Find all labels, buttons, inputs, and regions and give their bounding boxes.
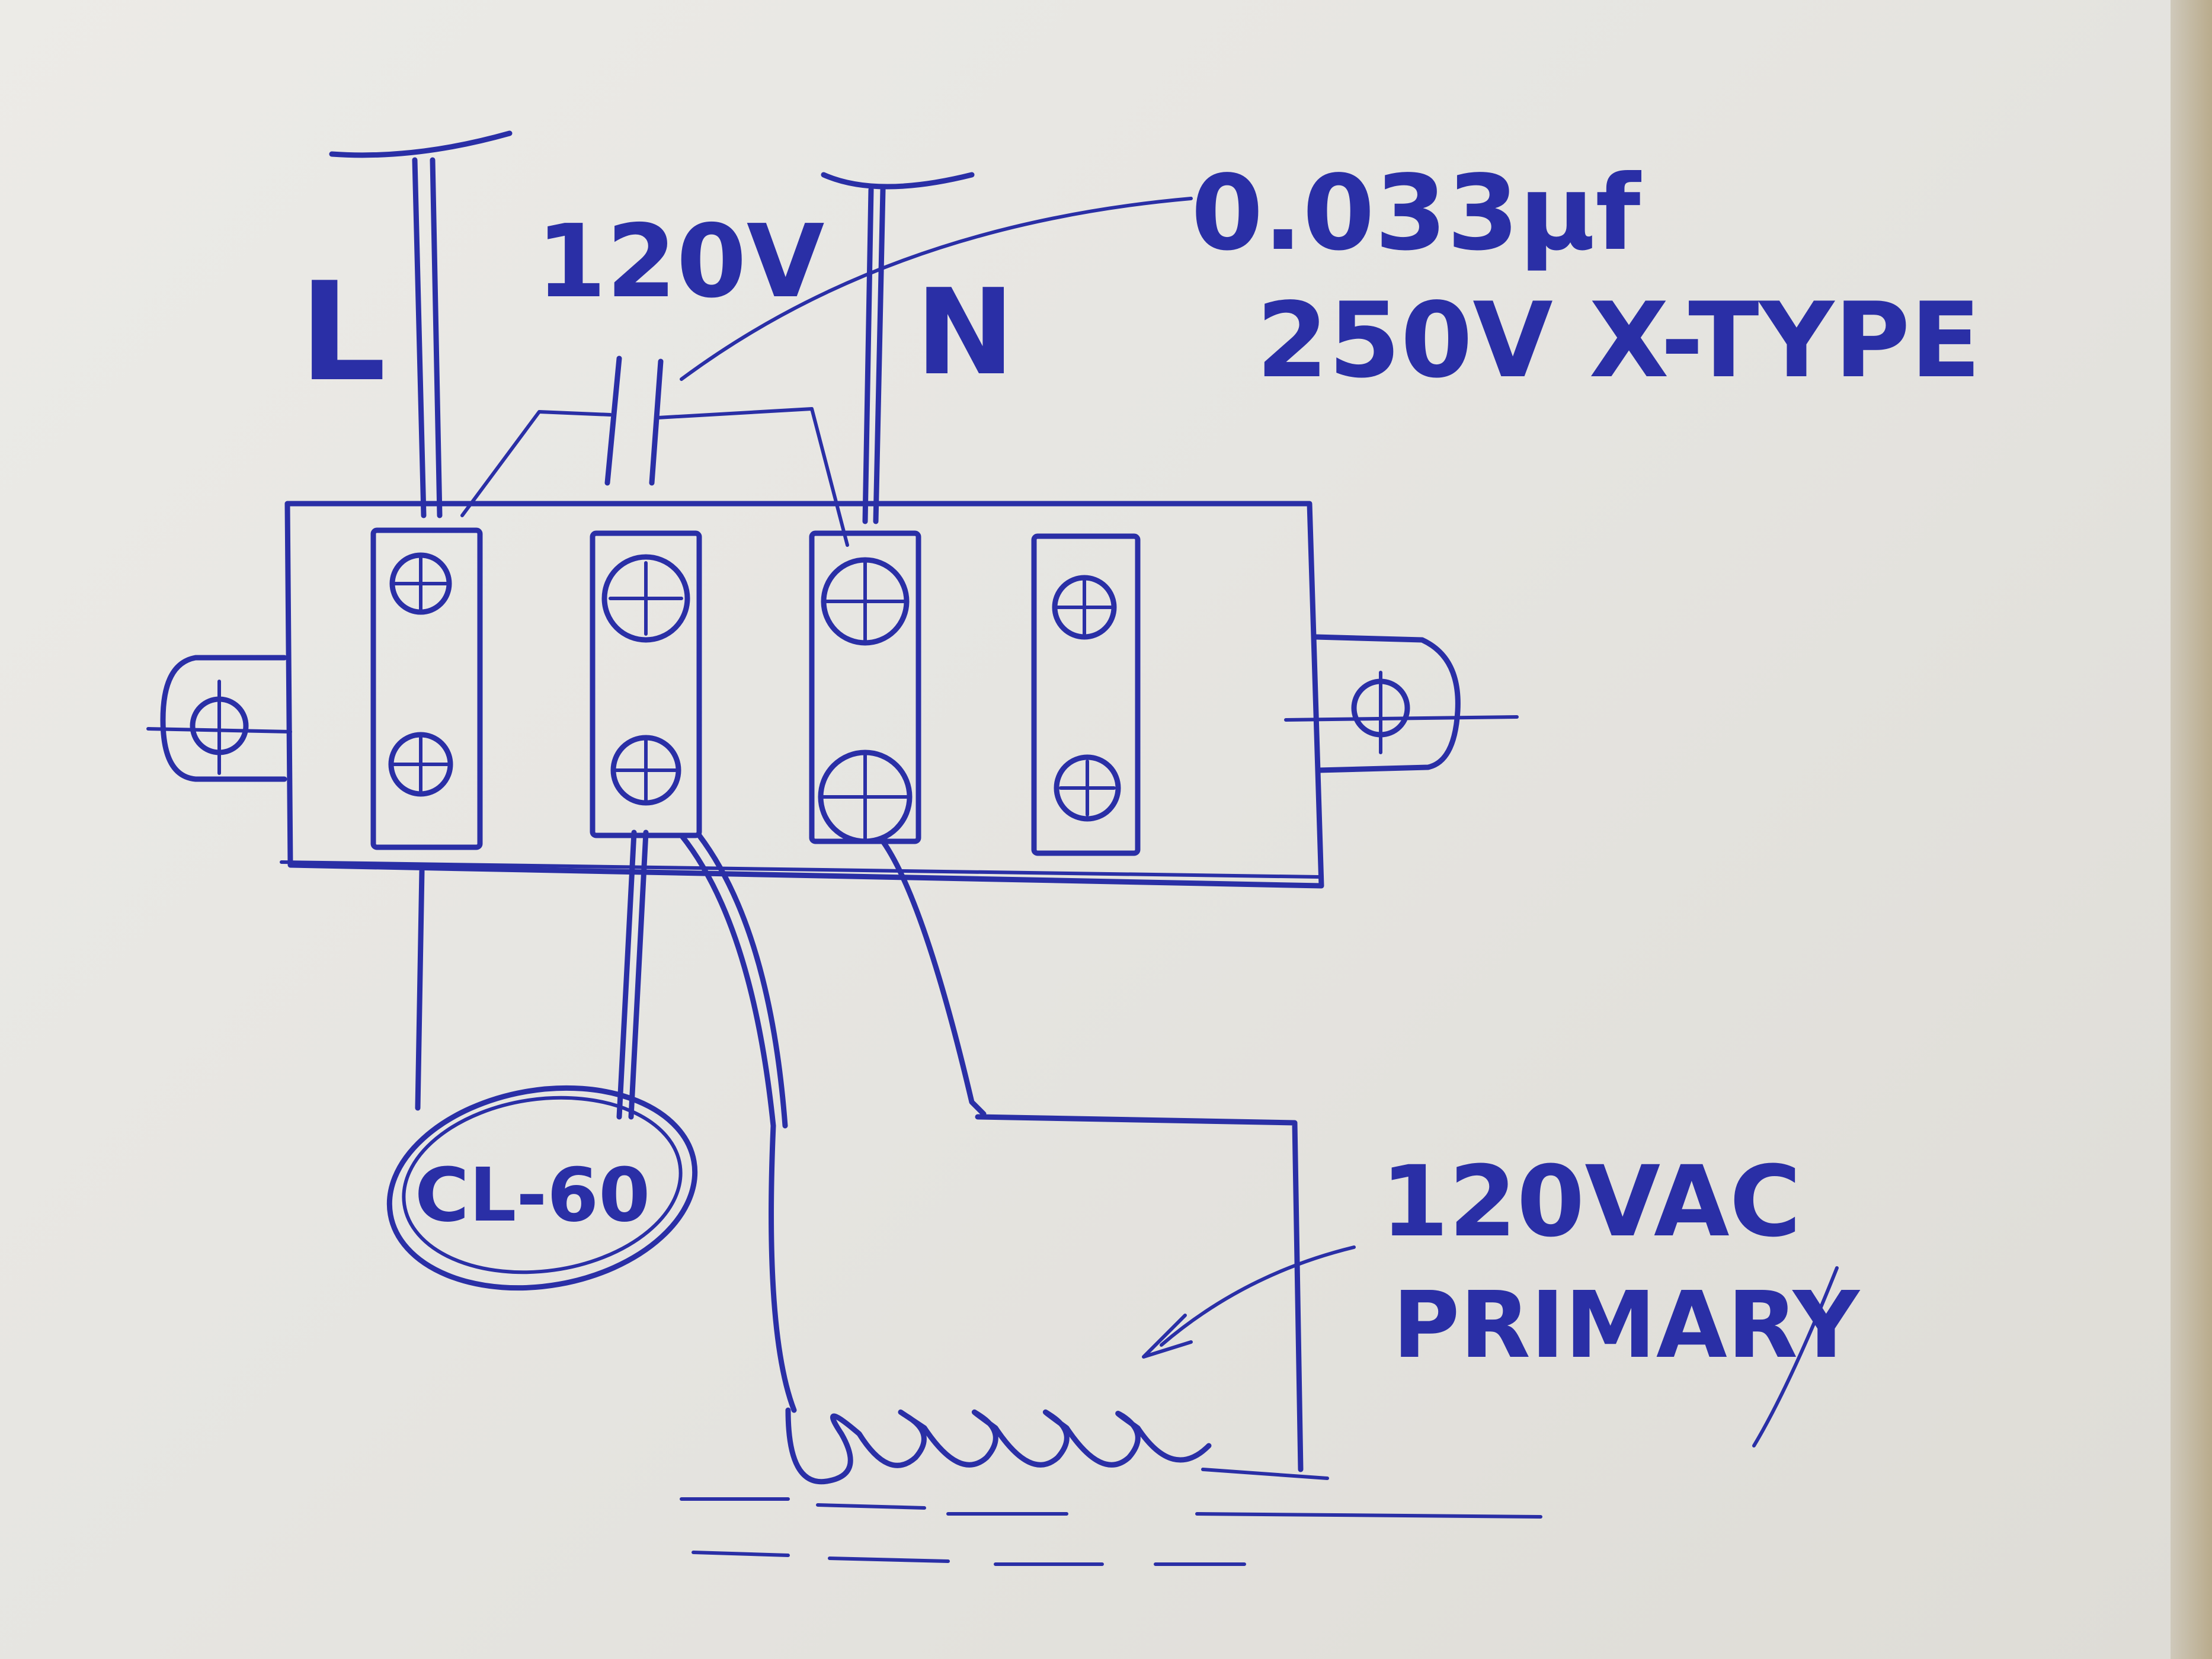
screw-icon — [610, 735, 681, 806]
screw-icon — [388, 732, 453, 797]
thermistor-ntc — [386, 1085, 698, 1291]
table-edge — [2171, 0, 2212, 1659]
capacitor-symbol-icon — [460, 356, 849, 547]
primary-label: PRIMARY — [1392, 1272, 1861, 1379]
neutral-wire — [821, 172, 975, 524]
primary-pointer-line — [1752, 1266, 1839, 1447]
terminal-2 — [590, 530, 702, 838]
screw-icon — [1052, 575, 1117, 640]
neutral-label: N — [915, 264, 1014, 402]
terminal-1 — [370, 527, 483, 850]
thermistor-wires — [415, 830, 649, 1120]
voltage-label: 120V — [536, 203, 824, 321]
terminal-3 — [809, 530, 921, 844]
screw-icon — [1054, 754, 1121, 822]
capacitor-leader-line — [680, 197, 1193, 381]
capacitor-value-label: 0.033µf — [1191, 153, 1641, 274]
line-wire — [329, 130, 513, 518]
terminal-4 — [1031, 533, 1141, 856]
thermistor-label: CL-60 — [415, 1152, 650, 1238]
line-label: L — [299, 254, 386, 412]
terminal-block — [146, 501, 1519, 889]
coil-wire-left — [678, 832, 797, 1413]
base-hatching — [680, 1497, 1542, 1566]
capacitor-rating-label: 250V X-TYPE — [1256, 281, 1981, 401]
screw-icon — [601, 554, 690, 643]
arrow-icon — [1142, 1245, 1356, 1359]
coil-wire-right — [880, 838, 1329, 1480]
transformer-coil-symbol-icon — [785, 1407, 1212, 1485]
screw-icon — [821, 557, 910, 646]
screw-icon — [818, 750, 913, 844]
primary-voltage-label: 120VAC — [1381, 1145, 1801, 1258]
